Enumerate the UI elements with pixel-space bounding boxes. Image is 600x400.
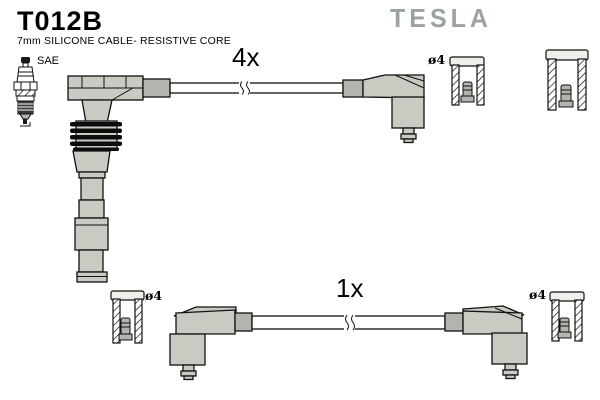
brand-logo: TESLA bbox=[390, 4, 492, 34]
terminal-connector-icon bbox=[449, 56, 485, 106]
top-cable-quantity-label: 4x bbox=[232, 42, 260, 72]
top-cable bbox=[169, 79, 364, 98]
cable-spec-subtitle: 7mm SILICONE CABLE- RESISTIVE CORE bbox=[17, 35, 231, 47]
terminal-diameter-label-bottom-right: ø4 bbox=[529, 287, 547, 302]
terminal-diameter-label-bottom-left: ø4 bbox=[145, 288, 163, 303]
spark-plug-standard-label: SAE bbox=[37, 55, 60, 67]
angled-plug-boot-icon bbox=[362, 74, 425, 144]
cable-break-icon bbox=[344, 314, 355, 331]
terminal-connector-icon bbox=[110, 290, 145, 344]
bottom-cable bbox=[169, 305, 528, 381]
bottom-cable-quantity-label: 1x bbox=[336, 273, 364, 303]
angled-plug-boot-icon bbox=[462, 305, 528, 380]
straight-coil-boot-icon bbox=[67, 75, 171, 283]
terminal-connector-icon bbox=[545, 49, 589, 111]
angled-plug-boot-icon bbox=[169, 306, 253, 381]
spark-plug-icon bbox=[13, 57, 38, 127]
terminal-connector-icon bbox=[549, 291, 585, 342]
cable-break-icon bbox=[239, 81, 250, 95]
part-number: T012B bbox=[17, 6, 104, 36]
terminal-diameter-label-top: ø4 bbox=[428, 52, 446, 67]
